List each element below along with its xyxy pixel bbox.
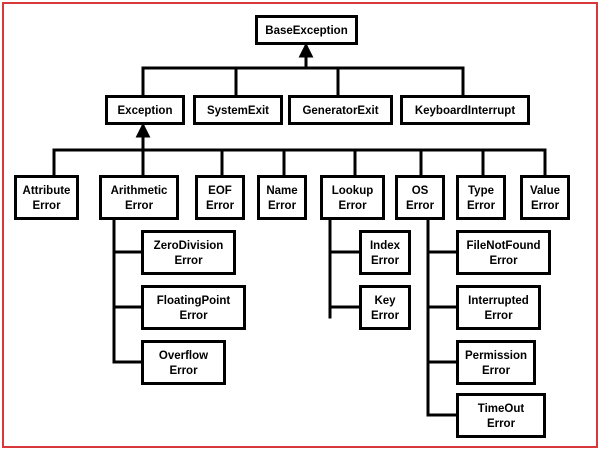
box-outline — [359, 285, 411, 330]
box-outline — [141, 230, 236, 275]
box-label: BaseException — [265, 25, 347, 37]
box-label: Error — [179, 310, 208, 322]
box-label: Error — [482, 365, 511, 377]
box-outline — [456, 285, 541, 330]
box-outline — [456, 230, 551, 275]
box-label: Error — [32, 200, 61, 212]
box-label: Error — [406, 200, 435, 212]
box-outline — [193, 95, 283, 125]
box-label: Error — [371, 310, 400, 322]
box-outline — [395, 175, 445, 220]
box-outline — [320, 175, 385, 220]
box-label: Index — [370, 240, 401, 252]
box-outline — [456, 393, 546, 438]
box-label: FileNotFound — [466, 240, 540, 252]
box-outline — [195, 175, 245, 220]
box-label: Error — [467, 200, 496, 212]
box-label: Interrupted — [468, 295, 529, 307]
box-label: KeyboardInterrupt — [415, 105, 515, 117]
arrow-head-icon — [298, 42, 314, 58]
box-label: Attribute — [23, 185, 71, 197]
box-label: Overflow — [159, 350, 208, 362]
box-label: Arithmetic — [111, 185, 168, 197]
exception-box: Exception — [105, 95, 185, 125]
box-outline — [400, 95, 530, 125]
box-label: FloatingPoint — [157, 295, 231, 307]
box-label: Error — [174, 255, 203, 267]
box-outline — [105, 95, 185, 125]
box-label: Permission — [465, 350, 527, 362]
generator-exit-box: GeneratorExit — [288, 95, 393, 125]
os-error-box: OS Error — [395, 175, 445, 220]
box-label: ZeroDivision — [154, 240, 224, 252]
box-outline — [257, 175, 307, 220]
box-outline — [141, 285, 246, 330]
box-label: OS — [412, 185, 429, 197]
box-outline — [255, 15, 358, 45]
box-label: Name — [266, 185, 297, 197]
connector-lines — [52, 42, 547, 417]
box-label: Error — [206, 200, 235, 212]
box-outline — [14, 175, 79, 220]
box-outline — [288, 95, 393, 125]
system-exit-box: SystemExit — [193, 95, 283, 125]
box-label: EOF — [208, 185, 232, 197]
box-outline — [456, 175, 506, 220]
box-label: GeneratorExit — [302, 105, 378, 117]
box-label: Error — [489, 255, 518, 267]
box-label: Value — [530, 185, 560, 197]
box-label: Error — [487, 418, 516, 430]
box-label: Error — [484, 310, 513, 322]
box-outline — [456, 340, 536, 385]
box-label: Lookup — [332, 185, 374, 197]
box-label: TimeOut — [478, 403, 525, 415]
keyboard-interrupt-box: KeyboardInterrupt — [400, 95, 530, 125]
eof-error-box: EOF Error — [195, 175, 245, 220]
box-label: SystemExit — [207, 105, 269, 117]
box-label: Error — [169, 365, 198, 377]
arrow-head-icon — [135, 122, 151, 138]
box-label: Error — [268, 200, 297, 212]
box-label: Exception — [118, 105, 173, 117]
box-label: Error — [125, 200, 154, 212]
box-outline — [99, 175, 179, 220]
box-label: Error — [338, 200, 367, 212]
box-label: Type — [468, 185, 494, 197]
box-outline — [520, 175, 570, 220]
box-outline — [141, 340, 226, 385]
box-label: Error — [371, 255, 400, 267]
box-outline — [359, 230, 411, 275]
base-exception-box: BaseException — [255, 15, 358, 45]
box-label: Key — [374, 295, 396, 307]
box-label: Error — [531, 200, 560, 212]
